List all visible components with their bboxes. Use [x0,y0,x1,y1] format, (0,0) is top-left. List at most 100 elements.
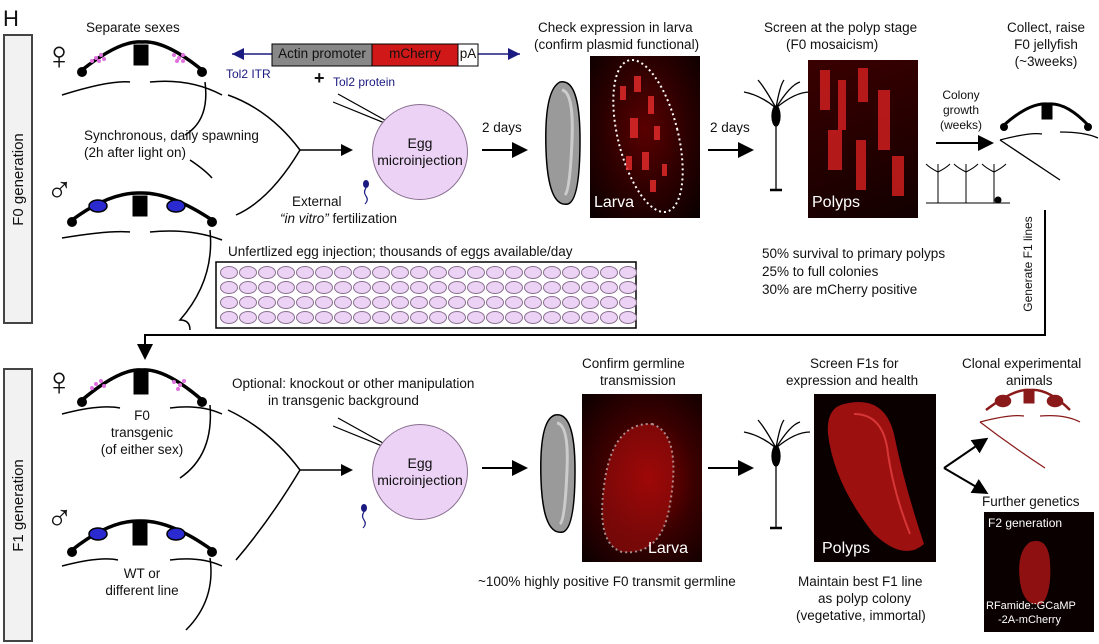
screen-title-1: Screen F1s for [810,356,899,371]
maintain-line-3: (vegetative, immortal) [796,608,926,623]
egg-well [448,281,466,294]
egg-well [619,296,637,309]
f1-female-jellyfish [61,368,223,479]
egg-well [505,311,523,324]
f1-larva-grey [540,414,576,533]
optional-line-1: Optional: knockout or other manipulation [232,376,475,391]
egg-well [581,266,599,279]
egg-well [220,266,238,279]
egg-well [505,281,523,294]
egg-well [600,266,618,279]
sperm-icon-f1 [361,504,367,529]
larva-outline [612,58,684,214]
maintain-line-2: as polyp colony [818,591,912,606]
f0-merge-lines [189,94,353,216]
egg-well [372,296,390,309]
f1-larva-image: Larva [582,394,702,562]
egg-well [410,311,428,324]
egg-well [258,281,276,294]
external-fert-line1: External [292,194,342,209]
polyp-signal [820,68,904,196]
egg-well [334,281,352,294]
egg-well [315,281,333,294]
egg-well [581,296,599,309]
egg-well [277,311,295,324]
egg-well [410,281,428,294]
f0-female-symbol: ♀ [44,34,74,78]
f1-merge-lines [227,409,353,561]
stat-survival: 50% survival to primary polyps [762,246,946,261]
days-label-2: 2 days [710,120,750,135]
egg-well [277,296,295,309]
actin-promoter-label: Actin promoter [278,46,366,61]
colony-line-1: Colony [942,88,980,102]
egg-plate-grid [220,266,637,326]
collect-line-3: (~3weeks) [1014,54,1078,69]
egg-well [543,311,561,324]
egg-well [239,281,257,294]
f0-male-jellyfish [61,191,223,331]
egg-well [524,296,542,309]
f1-polyp-label: Polyps [822,540,871,557]
egg-well [619,311,637,324]
egg-well [372,281,390,294]
egg-well [619,281,637,294]
egg-well [581,311,599,324]
plus-sign: + [314,68,325,88]
transgenic-line-3: (of either sex) [100,442,184,457]
egg-well [353,311,371,324]
egg-well [543,266,561,279]
f0-larva-grey [545,81,581,205]
maintain-line-1: Maintain best F1 line [798,574,923,589]
polyp-title-1: Screen at the polyp stage [764,20,918,35]
egg-well [562,311,580,324]
egg-well [448,296,466,309]
f2-signal [1019,540,1051,605]
panel-letter: H [3,6,19,31]
egg-well [239,296,257,309]
egg-well [448,311,466,324]
egg-well [353,281,371,294]
f1-polyp-image: Polyps [814,394,936,562]
f0-male-symbol: ♂ [46,169,73,210]
egg-well [600,311,618,324]
f1-female-symbol: ♀ [44,360,74,404]
egg-well [258,311,276,324]
f2-line-2: -2A-mCherry [998,614,1061,626]
f0-polyp-label: Polyps [812,194,861,211]
f1-larva-outline [601,422,675,554]
f1-polyp-drawing [743,419,811,530]
egg-well [334,266,352,279]
egg-well [429,311,447,324]
egg-well [581,281,599,294]
f0-collected-jellyfish [999,102,1099,181]
egg-well [372,266,390,279]
collect-line-1: Collect, raise [1006,20,1086,35]
transgenic-line-1: F0 [134,408,150,423]
egg-well [315,296,333,309]
male-gonads [88,199,186,213]
f1-female-gonad-dots [90,379,186,391]
spawning-line-2: (2h after light on) [84,145,187,160]
egg-well [543,296,561,309]
screen-title-2: expression and health [786,373,919,388]
egg-well [486,311,504,324]
clonal-line-2: animals [1006,373,1053,388]
egg-well [562,281,580,294]
egg-well [391,281,409,294]
egg-well [467,281,485,294]
f2-image: F2 generation RFamide::GCaMP -2A-mCherry [984,512,1094,632]
optional-line-2: in transgenic background [268,393,419,408]
egg-well [334,311,352,324]
f1-arrows [482,437,989,495]
clonal-line-1: Clonal experimental [962,356,1082,371]
egg-well [391,296,409,309]
egg-well [296,281,314,294]
external-fert-line2: “in vitro” fertilization [280,211,398,226]
egg-well [410,266,428,279]
egg-well [429,296,447,309]
egg-well [277,281,295,294]
egg-well [277,266,295,279]
f1-male-symbol: ♂ [46,497,73,538]
